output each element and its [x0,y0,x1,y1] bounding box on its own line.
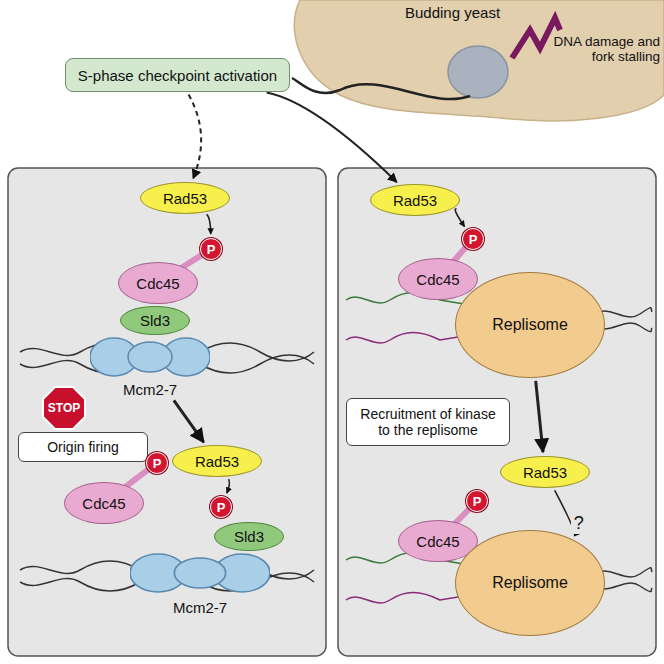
node-text: P [153,456,162,471]
rad53-protein: Rad53 [140,182,230,214]
node-text: Sld3 [234,528,264,545]
yeast-cell [294,0,664,121]
arrow-connector [536,381,543,452]
sld3-protein: Sld3 [214,522,284,551]
mcm-complex: Mcm2-7 [90,336,210,398]
node-text: P [217,500,226,515]
cdc45-protein: Cdc45 [398,258,478,300]
protein-linker [455,507,471,523]
node-text: Recruitment of kinase to the replisome [353,406,503,438]
node-text: Replisome [492,316,568,334]
node-text: P [207,242,216,257]
arrow-connector [174,400,204,442]
node-text: Mcm2-7 [173,599,227,616]
phosphate-circle: P [146,452,168,474]
cdc45-protein: Cdc45 [118,262,198,304]
replisome-complex: Replisome [455,272,605,378]
phosphate-circle: P [210,496,232,518]
node-text: Mcm2-7 [123,381,177,398]
mcm-complex: Mcm2-7 [130,552,270,616]
panel [338,168,656,656]
note-box: Origin firing [18,432,148,462]
mcm-ring [130,552,270,594]
dna-strand [346,333,470,343]
node-text: Cdc45 [136,275,179,292]
node-text: P [473,494,482,509]
figure-label: Budding yeast [405,4,535,21]
rad53-protein: Rad53 [500,456,590,488]
note-box: Recruitment of kinase to the replisome [346,398,510,446]
stop-sign: STOP [42,386,86,430]
arrow-connector [267,93,397,183]
arrow-connector [207,214,211,234]
phosphate-circle: P [466,490,488,512]
phosphate-circle: P [200,238,222,260]
rad53-protein: Rad53 [172,445,262,477]
node-text: S-phase checkpoint activation [78,67,277,84]
cdc45-protein: Cdc45 [64,482,144,524]
node-text: Sld3 [140,312,170,329]
arrow-connector [189,95,202,179]
node-text: Cdc45 [82,495,125,512]
dna-strand [346,593,470,603]
node-text: Cdc45 [416,533,459,550]
panel [8,168,326,656]
replisome-complex: Replisome [455,530,605,636]
edge-label: ? [571,513,587,534]
arrow-connector [227,479,230,493]
node-text: Rad53 [523,464,567,481]
node-text: Origin firing [47,439,119,455]
rad53-protein: Rad53 [370,184,460,216]
nucleus [448,46,508,98]
protein-linker [125,468,150,487]
protein-linker [182,254,204,268]
node-text: P [469,232,478,247]
sketch-line [292,78,470,99]
node-text: Rad53 [195,453,239,470]
node-text: Rad53 [163,190,207,207]
node-text: STOP [48,401,80,415]
node-text: Rad53 [393,192,437,209]
process-box: S-phase checkpoint activation [65,58,290,92]
protein-linker [453,246,467,262]
dna-damage-symbol [512,18,560,58]
arrow-connector [455,209,464,227]
damage-label: DNA damage and fork stalling [546,34,660,64]
mcm-ring [90,336,210,378]
phosphate-circle: P [462,228,484,250]
node-text: Replisome [492,574,568,592]
sld3-protein: Sld3 [120,306,190,335]
node-text: Cdc45 [416,271,459,288]
